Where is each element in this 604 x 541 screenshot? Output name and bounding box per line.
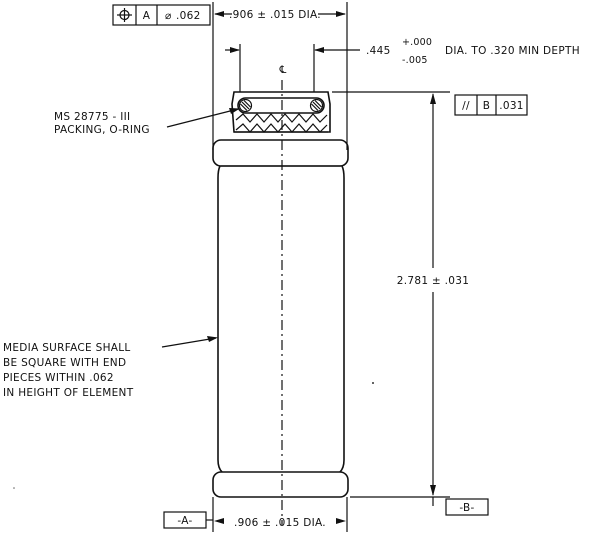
top-diameter-label: .906 ± .015 DIA.: [229, 9, 321, 21]
centerline-symbol: ℄: [278, 64, 286, 76]
top-diameter-dimension: .906 ± .015 DIA.: [212, 2, 348, 150]
height-dimension: 2.781 ± .031: [350, 93, 470, 498]
stray-mark: [13, 487, 15, 489]
bore-nominal: .445: [366, 45, 391, 57]
datum-a-label: -A-: [177, 515, 192, 527]
media-surface-note: MEDIA SURFACE SHALL BE SQUARE WITH END P…: [3, 336, 218, 399]
bore-upper-tolerance: +.000: [402, 37, 432, 48]
position-tolerance: .062: [176, 10, 201, 22]
o-ring-packing: [237, 97, 325, 114]
bottom-diameter-dimension: .906 ± .015 DIA.: [212, 497, 348, 532]
parallelism-frame: // B .031: [332, 91, 528, 116]
media-note-line-4: IN HEIGHT OF ELEMENT: [3, 387, 134, 399]
bore-lower-tolerance: -.005: [402, 55, 428, 66]
datum-b-label: -B-: [459, 502, 474, 514]
parallelism-datum: B: [483, 100, 491, 112]
packing-description: PACKING, O-RING: [54, 124, 150, 136]
datum-b-feature: -B-: [432, 497, 489, 516]
height-label: 2.781 ± .031: [397, 275, 470, 287]
diameter-symbol: ⌀: [165, 10, 172, 22]
media-note-line-1: MEDIA SURFACE SHALL: [3, 342, 131, 354]
filter-element-body: [212, 91, 349, 498]
centerline: ℄: [278, 64, 286, 525]
position-tolerance-frame: A ⌀ .062: [112, 4, 211, 26]
media-note-line-2: BE SQUARE WITH END: [3, 357, 126, 369]
bore-diameter-dimension: .445 +.000 -.005 DIA. TO .320 MIN DEPTH: [225, 37, 580, 92]
packing-callout: MS 28775 - III PACKING, O-RING: [54, 108, 240, 136]
datum-a-feature: -A-: [163, 511, 213, 529]
parallelism-symbol-icon: //: [462, 100, 470, 112]
stray-mark: [372, 382, 374, 384]
packing-part-number: MS 28775 - III: [54, 111, 130, 123]
bore-suffix: DIA. TO .320 MIN DEPTH: [445, 45, 580, 57]
parallelism-tolerance: .031: [499, 100, 524, 112]
position-symbol-icon: [117, 8, 132, 22]
bottom-diameter-label: .906 ± .015 DIA.: [234, 517, 326, 529]
position-datum: A: [143, 10, 151, 22]
media-note-line-3: PIECES WITHIN .062: [3, 372, 114, 384]
